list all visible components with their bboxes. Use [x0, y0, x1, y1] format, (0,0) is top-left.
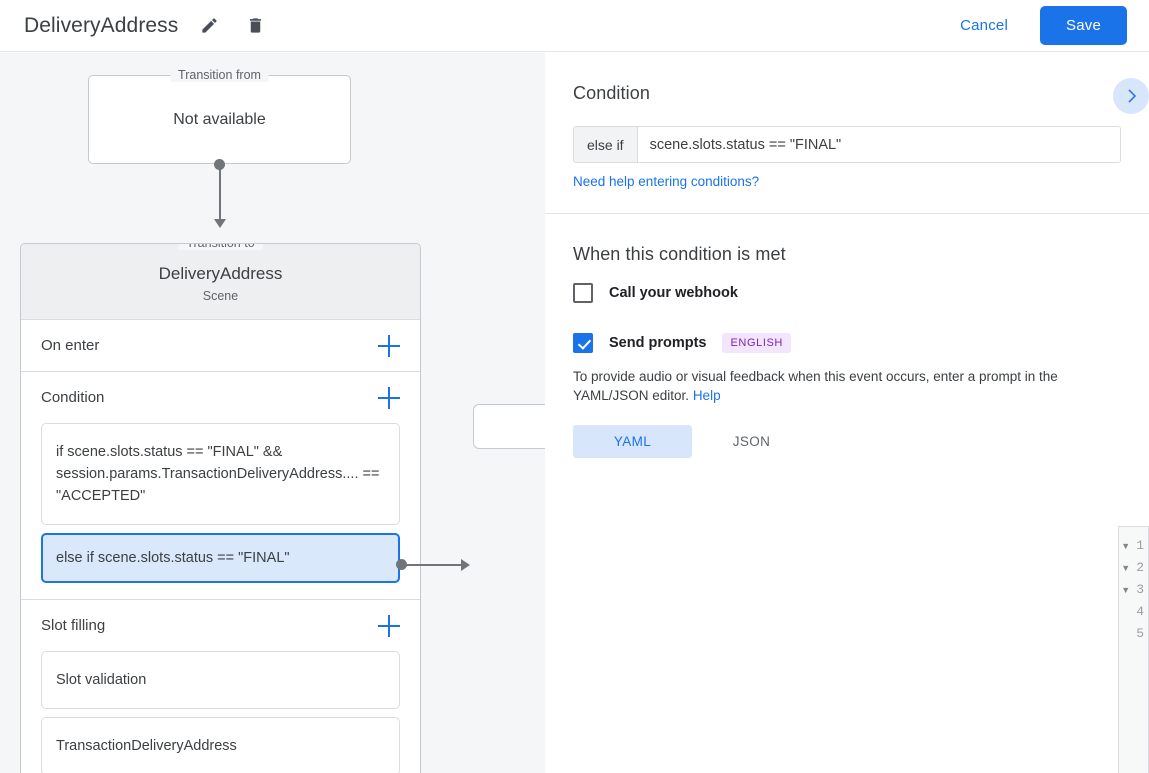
webhook-row[interactable]: Call your webhook	[573, 283, 1121, 303]
transition-from-legend: Transition from	[170, 68, 269, 82]
condition-expression-row[interactable]: else if	[573, 126, 1121, 163]
tab-json[interactable]: JSON	[732, 434, 771, 449]
transition-from-node[interactable]: Transition from Not available	[88, 68, 351, 164]
section-title-condition: Condition	[41, 389, 105, 406]
language-badge: ENGLISH	[722, 333, 791, 353]
add-condition-button[interactable]	[378, 386, 400, 409]
send-prompts-row[interactable]: Send prompts ENGLISH	[573, 333, 1121, 353]
condition-output-line	[401, 564, 463, 566]
editor-fold-gutter[interactable]: ▼ ▼ ▼	[1119, 527, 1133, 773]
scene-type: Scene	[202, 289, 239, 303]
cancel-button[interactable]: Cancel	[946, 8, 1022, 43]
condition-item[interactable]: if scene.slots.status == "FINAL" && sess…	[41, 423, 400, 525]
line-number: 5	[1136, 626, 1144, 641]
webhook-checkbox[interactable]	[573, 283, 593, 303]
tab-yaml[interactable]: YAML	[573, 425, 692, 458]
add-slot-filling-button[interactable]	[378, 614, 400, 637]
line-number: 4	[1136, 604, 1144, 619]
section-title-on-enter: On enter	[41, 337, 100, 354]
page-title: DeliveryAddress	[24, 13, 179, 37]
line-number: 1	[1136, 538, 1144, 553]
save-button[interactable]: Save	[1040, 6, 1127, 45]
details-panel: Condition else if Need help entering con…	[545, 53, 1149, 773]
section-on-enter: On enter	[21, 320, 420, 372]
condition-section: Condition else if Need help entering con…	[545, 53, 1149, 214]
slot-validation-item[interactable]: Slot validation	[41, 651, 400, 709]
condition-heading: Condition	[573, 83, 650, 103]
fold-placeholder	[1119, 623, 1132, 645]
chevron-right-icon[interactable]	[1113, 78, 1149, 114]
trash-icon[interactable]	[240, 11, 270, 41]
condition-output-arrow	[461, 559, 470, 571]
send-prompts-checkbox[interactable]	[573, 333, 593, 353]
fold-toggle-icon[interactable]: ▼	[1121, 541, 1131, 551]
condition-input[interactable]	[637, 127, 1120, 162]
app-header: DeliveryAddress Cancel Save	[0, 0, 1149, 52]
fold-toggle-icon[interactable]: ▼	[1121, 585, 1131, 595]
prompts-help-link[interactable]: Help	[692, 388, 721, 403]
transition-to-legend: Transition to	[178, 244, 263, 250]
add-on-enter-button[interactable]	[378, 334, 400, 357]
transition-to-node[interactable]: Transition to DeliveryAddress Scene On e…	[20, 243, 421, 773]
line-number: 2	[1136, 560, 1144, 575]
yaml-editor[interactable]: ▼ ▼ ▼ 1 2 3 4 5 candidates: - first_simp…	[1118, 526, 1149, 773]
connector-line	[219, 164, 221, 224]
section-slot-filling: Slot filling Slot validation Transaction…	[21, 600, 420, 773]
editor-format-tabs: YAML JSON	[573, 425, 1121, 458]
prompts-description: To provide audio or visual feedback when…	[573, 367, 1121, 405]
target-node-empty[interactable]	[473, 404, 545, 449]
send-prompts-label: Send prompts	[609, 335, 707, 351]
scene-name: DeliveryAddress	[158, 264, 283, 283]
webhook-label: Call your webhook	[609, 285, 738, 301]
section-title-slot-filling: Slot filling	[41, 617, 106, 634]
fold-toggle-icon[interactable]: ▼	[1121, 563, 1131, 573]
flow-canvas[interactable]: Transition from Not available Transition…	[0, 53, 545, 773]
condition-help-link[interactable]: Need help entering conditions?	[573, 174, 760, 189]
slot-item[interactable]: TransactionDeliveryAddress	[41, 717, 400, 773]
pencil-icon[interactable]	[194, 11, 224, 41]
line-number: 3	[1136, 582, 1144, 597]
when-met-heading: When this condition is met	[573, 244, 786, 264]
transition-from-value: Not available	[173, 110, 266, 128]
connector-arrow-down	[214, 219, 226, 228]
section-condition: Condition if scene.slots.status == "FINA…	[21, 372, 420, 600]
editor-line-numbers: 1 2 3 4 5	[1132, 527, 1149, 773]
condition-prefix: else if	[574, 127, 638, 162]
prompts-description-text: To provide audio or visual feedback when…	[573, 369, 1058, 403]
when-condition-met-section: When this condition is met Call your web…	[545, 214, 1149, 458]
transition-to-header: DeliveryAddress Scene	[21, 244, 420, 320]
condition-item-selected[interactable]: else if scene.slots.status == "FINAL"	[41, 533, 400, 583]
fold-placeholder	[1119, 601, 1132, 623]
